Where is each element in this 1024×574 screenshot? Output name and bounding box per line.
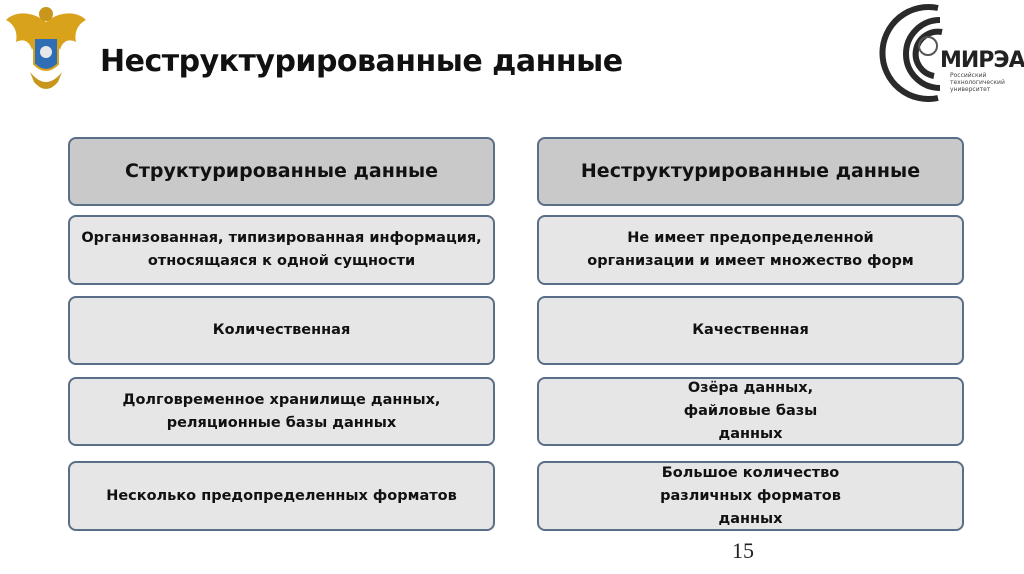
unstructured-item: Озёра данных, файловые базы данных xyxy=(537,377,964,446)
page-number: 15 xyxy=(732,538,754,563)
slide-title: Неструктурированные данные xyxy=(100,44,623,79)
unstructured-item: Большое количество различных форматов да… xyxy=(537,461,964,531)
column-header-structured: Структурированные данные xyxy=(68,137,495,206)
structured-item: Количественная xyxy=(68,296,495,365)
logo-subtitle: Российский технологический университет xyxy=(950,72,1005,93)
logo-name: МИРЭА xyxy=(940,48,1024,73)
column-header-unstructured: Неструктурированные данные xyxy=(537,137,964,206)
mirea-logo-icon xyxy=(879,4,943,102)
ministry-emblem-icon xyxy=(6,7,86,89)
structured-item: Несколько предопределенных форматов xyxy=(68,461,495,531)
unstructured-item: Не имеет предопределенной организации и … xyxy=(537,215,964,285)
structured-item: Организованная, типизированная информаци… xyxy=(68,215,495,285)
structured-item: Долговременное хранилище данных, реляцио… xyxy=(68,377,495,446)
unstructured-item: Качественная xyxy=(537,296,964,365)
